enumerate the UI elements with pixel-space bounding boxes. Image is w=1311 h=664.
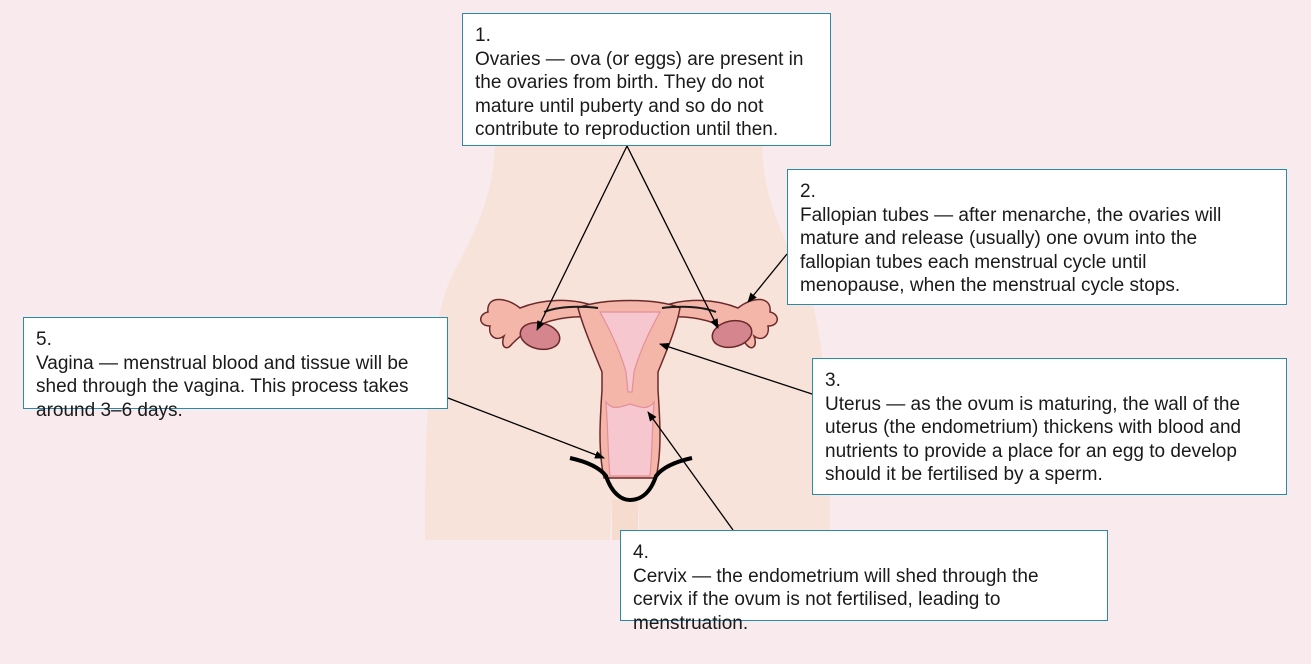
leader-vagina [447,397,605,459]
callout-number: 1. [475,25,491,46]
vaginal-canal [605,400,655,477]
leader-uterus [659,343,813,395]
left-tube-line [543,305,599,313]
callout-text: Fallopian tubes — after menarche, the ov… [800,204,1222,297]
callout-uterus: 3.Uterus — as the ovum is maturing, the … [812,358,1287,495]
callout-number: 5. [36,329,52,350]
leader-ovaries-left [536,145,628,331]
vulva-outline [569,456,693,503]
leader-fallopian-tubes [747,253,788,303]
endometrium [598,311,662,393]
callout-text: Ovaries — ova (or eggs) are present in t… [475,48,804,141]
callout-number: 4. [633,542,649,563]
right-ovary [711,319,753,349]
callout-number: 3. [825,370,841,391]
callout-cervix: 4.Cervix — the endometrium will shed thr… [620,530,1108,634]
callout-fallopian-tubes: 2.Fallopian tubes — after menarche, the … [787,169,1287,305]
leader-ovaries-right [626,145,719,329]
callout-vagina: 5.Vagina — menstrual blood and tissue wi… [23,317,448,421]
callout-text: Vagina — menstrual blood and tissue will… [36,352,409,421]
callout-number: 2. [800,181,816,202]
callout-text: Cervix — the endometrium will shed throu… [633,565,1039,634]
callout-ovaries: 1.Ovaries — ova (or eggs) are present in… [462,13,831,146]
leader-cervix [647,411,734,531]
right-tube-line [661,305,717,313]
callout-text: Uterus — as the ovum is maturing, the wa… [825,393,1242,486]
